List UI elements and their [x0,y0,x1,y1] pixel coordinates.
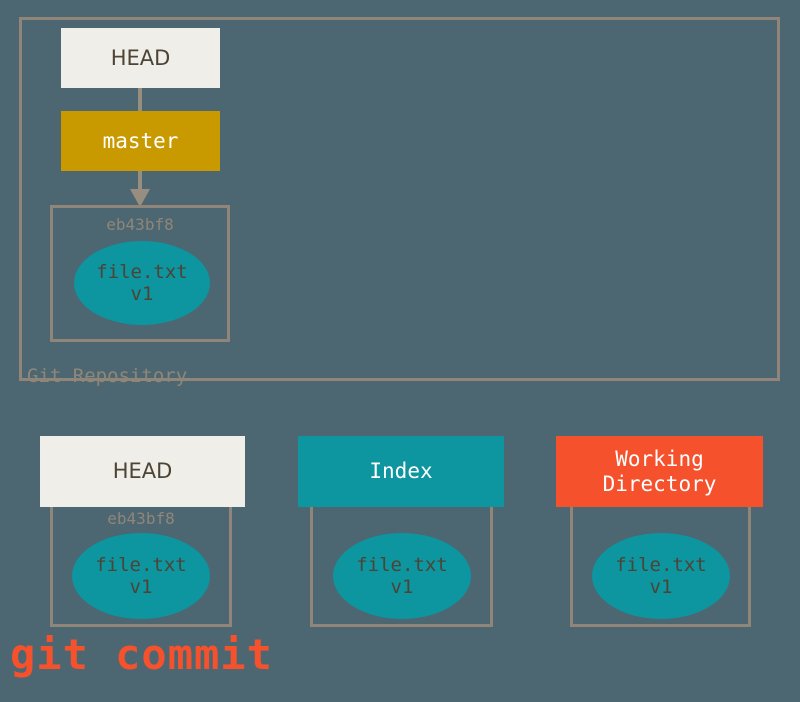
connector-master-to-commit-line [138,171,142,191]
area-head-blob-version: v1 [129,576,153,598]
area-working-directory-header-line2: Directory [602,471,717,496]
area-index-blob-filename: file.txt [356,553,448,576]
repo-master-branch-box[interactable]: master [61,111,220,171]
area-head-container[interactable]: eb43bf8 file.txt v1 [50,507,232,627]
area-index-blob-version: v1 [390,576,414,598]
command-caption: git commit [10,630,273,679]
repo-commit-sha: eb43bf8 [106,215,174,234]
area-working-directory-header-line1: Working [615,447,704,472]
area-index-header[interactable]: Index [298,436,504,507]
area-index-container[interactable]: file.txt v1 [310,507,493,627]
git-repository-container [19,17,780,381]
repo-commit-blob[interactable]: file.txt v1 [74,241,210,325]
area-working-directory-header[interactable]: Working Directory [556,436,763,507]
area-working-directory-blob[interactable]: file.txt v1 [592,533,730,619]
area-working-directory-container[interactable]: file.txt v1 [570,507,751,627]
area-head-blob-filename: file.txt [95,553,187,576]
area-index-blob[interactable]: file.txt v1 [333,533,471,619]
repo-commit-blob-filename: file.txt [96,260,188,283]
repo-head-box[interactable]: HEAD [61,28,220,88]
area-head-sha: eb43bf8 [107,509,175,528]
area-head-header[interactable]: HEAD [40,436,245,507]
connector-master-to-commit-arrowhead [130,189,150,207]
git-repository-label: Git Repository [27,365,188,387]
repo-commit-node[interactable]: eb43bf8 file.txt v1 [50,205,230,342]
area-working-directory-blob-filename: file.txt [615,553,707,576]
repo-commit-blob-version: v1 [130,283,154,305]
area-head-blob[interactable]: file.txt v1 [72,533,210,619]
area-working-directory-blob-version: v1 [649,576,673,598]
connector-head-to-master [138,88,142,111]
